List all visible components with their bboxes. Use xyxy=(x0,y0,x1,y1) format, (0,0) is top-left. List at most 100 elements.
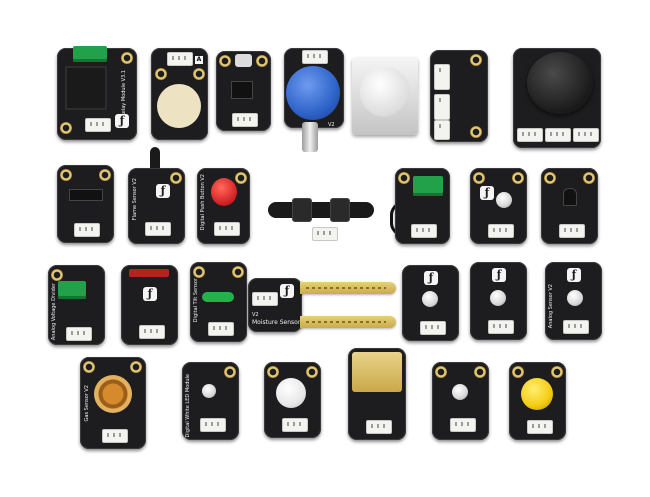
flame-pad xyxy=(170,172,182,184)
voltage-divider-terminal xyxy=(58,281,86,299)
relay-connector xyxy=(85,118,111,132)
pot-connector xyxy=(302,50,328,64)
tilt-sensor-connector xyxy=(208,322,234,336)
white-led-label: Digital White LED Module xyxy=(185,374,191,438)
relay-pad xyxy=(60,122,72,134)
infrared-pad xyxy=(99,169,111,181)
white-led-connector xyxy=(200,418,226,432)
pot-version-label: V2 xyxy=(328,122,335,128)
multi-pad xyxy=(470,126,482,138)
distance-sensor-lens xyxy=(292,198,312,222)
multi-connector-2 xyxy=(434,94,450,120)
white-led xyxy=(202,384,216,398)
pir-motion-sensor xyxy=(352,57,418,135)
multi-connector-3 xyxy=(434,120,450,140)
gas-sensor-cap xyxy=(94,375,132,413)
yellow-button-pad xyxy=(512,366,524,378)
tilt-sensor-pad xyxy=(232,266,244,278)
voltage-divider-connector xyxy=(66,327,92,341)
temperature-sensor-chip xyxy=(563,188,577,206)
led-sensor-2-led xyxy=(422,291,438,307)
analog-voltage-divider-module: Analog Voltage Divider xyxy=(48,265,105,345)
pir-dome xyxy=(360,67,410,117)
gas-sensor-pad xyxy=(130,361,142,373)
moisture-sensor-label: Moisture Sensor xyxy=(252,319,301,326)
distance-sensor-body xyxy=(268,202,374,218)
yellow-button-connector xyxy=(527,420,553,434)
led-sensor-module-1: ƒ xyxy=(470,168,527,244)
analog-sensor-led xyxy=(567,290,583,306)
joystick-cap xyxy=(527,52,593,114)
led-sensor-logo: ƒ xyxy=(480,186,494,200)
rotation-connector xyxy=(167,52,193,66)
white-button-pad xyxy=(306,366,318,378)
led-sensor-module-3: ƒ xyxy=(470,262,527,340)
led-sensor-led xyxy=(496,192,512,208)
led-sensor-2-logo: ƒ xyxy=(424,271,438,285)
led-sensor-2-connector xyxy=(420,321,446,335)
infrared-chip xyxy=(69,189,103,201)
yellow-button-pad xyxy=(551,366,563,378)
flame-logo: ƒ xyxy=(156,184,170,198)
gas-sensor-module: Gas Sensor V2 xyxy=(80,357,146,449)
moisture-probe-lower xyxy=(300,316,396,328)
sound-pad xyxy=(219,55,231,67)
white-button-pad xyxy=(267,366,279,378)
yellow-push-button-module xyxy=(509,362,566,440)
infrared-module xyxy=(57,165,114,243)
relay-logo: ƒ xyxy=(115,114,129,128)
gas-sensor-connector xyxy=(102,429,128,443)
digital-white-led-module: Digital White LED Module xyxy=(182,362,239,440)
temperature-sensor-connector xyxy=(559,224,585,238)
flame-connector xyxy=(145,222,171,236)
temperature-sensor-module xyxy=(541,168,598,244)
relay-label: Relay Module V3.1 xyxy=(121,70,127,117)
moisture-sensor-version: V2 xyxy=(252,312,259,318)
multi-connector-module xyxy=(430,50,488,142)
relay-terminal-block xyxy=(73,46,107,62)
touch-pad xyxy=(352,352,402,392)
distance-sensor xyxy=(268,196,374,224)
rotation-pad xyxy=(193,68,205,80)
vibration-sensor-strip xyxy=(129,269,169,277)
tilt-sensor-label: Digital Tilt Sensor xyxy=(193,278,199,323)
infrared-connector xyxy=(74,223,100,237)
temperature-sensor-pad xyxy=(544,172,556,184)
blue-potentiometer xyxy=(286,66,340,120)
rotation-pad xyxy=(155,68,167,80)
white-button-cap xyxy=(276,378,306,408)
led-sensor-pad xyxy=(473,172,485,184)
analog-sensor-logo: ƒ xyxy=(567,268,581,282)
moisture-probe-upper xyxy=(300,282,396,294)
analog-led-connector xyxy=(450,418,476,432)
potentiometer-module: V2 xyxy=(284,48,344,128)
led-sensor-3-led xyxy=(490,290,506,306)
moisture-sensor-connector xyxy=(252,292,278,306)
relay-module: Relay Module V3.1 ƒ xyxy=(57,46,137,140)
joystick-module xyxy=(513,48,601,148)
touch-sensor-connector xyxy=(366,420,392,434)
sound-connector xyxy=(232,113,258,127)
microphone xyxy=(235,54,252,67)
analog-led xyxy=(452,384,468,400)
touch-sensor-module xyxy=(348,348,406,440)
sound-sensor-module xyxy=(216,51,271,131)
red-button-cap xyxy=(211,178,237,206)
tilt-sensor-pad xyxy=(193,266,205,278)
green-terminal-module xyxy=(395,168,450,244)
white-button-connector xyxy=(282,418,308,432)
flame-sensor-module: Flame Sensor V2 ƒ xyxy=(128,168,185,244)
green-terminal-connector xyxy=(411,224,437,238)
tilt-sensor-tube xyxy=(202,292,234,302)
analog-sensor-label: Analog Sensor V2 xyxy=(548,284,554,329)
moisture-sensor-logo: ƒ xyxy=(280,284,294,298)
infrared-pad xyxy=(60,169,72,181)
distance-sensor-connector xyxy=(312,227,338,241)
multi-connector-1 xyxy=(434,64,450,90)
analog-sensor-connector xyxy=(563,320,589,334)
relay-pad xyxy=(121,52,133,64)
rotation-sensor-module: A xyxy=(151,48,208,140)
analog-led-module xyxy=(432,362,489,440)
sound-chip xyxy=(231,81,253,99)
flame-label: Flame Sensor V2 xyxy=(132,178,138,221)
